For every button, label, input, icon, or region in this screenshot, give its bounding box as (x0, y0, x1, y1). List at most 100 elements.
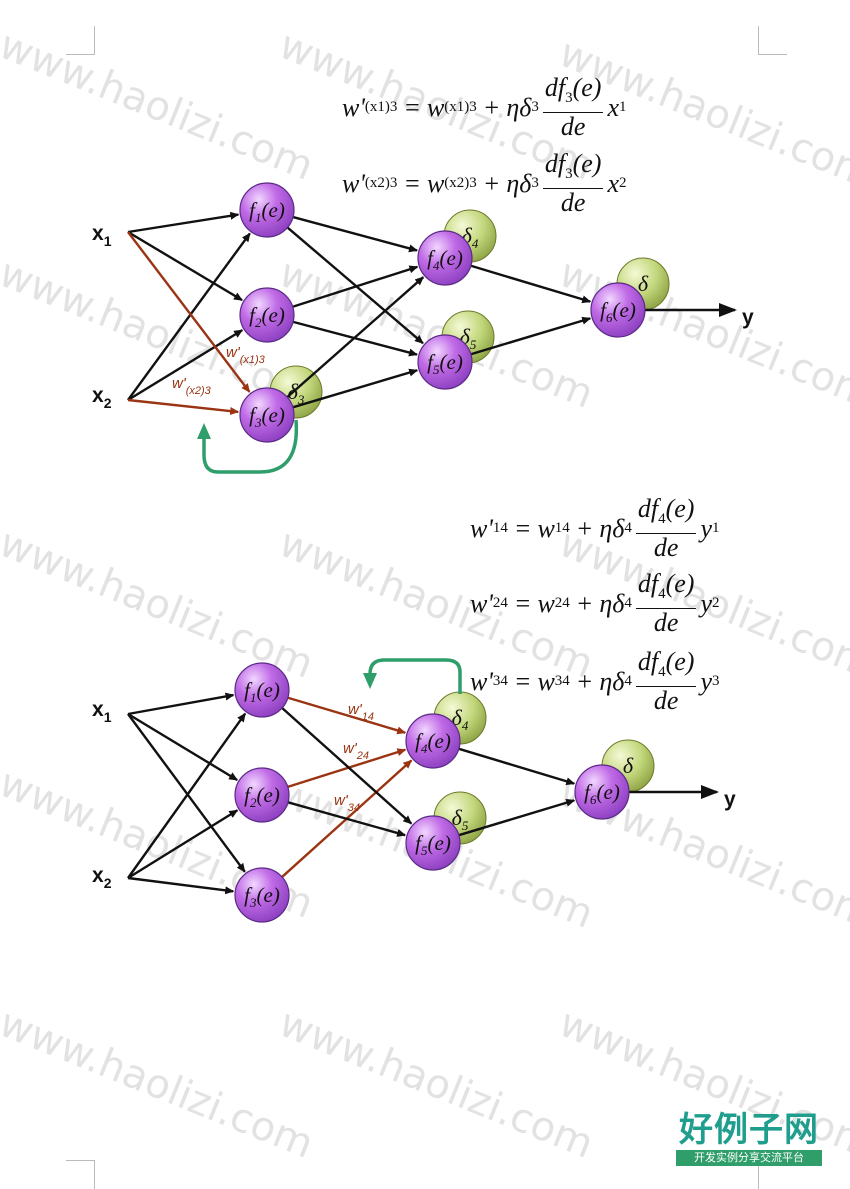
eq-eta: η (599, 513, 613, 543)
eq-tail-sub: 3 (711, 673, 720, 690)
neuron-sub: 5 (433, 362, 440, 377)
input-x2-label: x2 (92, 384, 112, 411)
eq-delta: δ (612, 588, 625, 618)
delta-label: δ4 (462, 223, 479, 251)
eq-denominator: de (560, 188, 586, 218)
delta-sym: δ (452, 705, 463, 730)
corner-mark-top-left (66, 26, 95, 55)
eq-weight: w (426, 92, 445, 122)
weight-symbol: w' (343, 740, 358, 757)
neuron-label: f4(e) (427, 246, 463, 273)
neuron-arg: (e) (428, 831, 451, 855)
input-x1-label-main: x (92, 698, 104, 721)
neuron-arg: (e) (428, 729, 451, 753)
neuron-arg: (e) (262, 303, 285, 327)
eq-num-arg: (e) (665, 569, 695, 598)
eq-num-df: df (637, 569, 659, 598)
delta-sym: δ (623, 753, 634, 778)
edge-hidden (292, 368, 419, 409)
eq-lhs: w' (470, 513, 493, 543)
eq-equals: = (403, 168, 421, 198)
neuron-label: f6(e) (584, 780, 620, 807)
neuron-label: f4(e) (415, 729, 451, 756)
neuron-sub: 6 (590, 792, 597, 807)
eq-tail-sub: 1 (711, 520, 720, 537)
eq-weight: w (537, 588, 555, 618)
output-y-label: y (742, 306, 754, 329)
input-x2-label-main: x (92, 864, 104, 887)
eq-numerator: df4(e) (635, 647, 697, 688)
weight-sub: (x1)3 (240, 354, 266, 366)
neuron-circle (574, 764, 630, 820)
eq-eta: η (599, 666, 613, 696)
eq-plus: + (575, 588, 594, 618)
input-x1-label-main: x (92, 222, 104, 245)
edge-x2-f2 (127, 329, 244, 402)
eq-weight-sub: (x2)3 (444, 175, 477, 192)
eq-fraction: df4(e)de (635, 494, 697, 562)
output-y-label: y (724, 788, 736, 811)
eq-eta: η (506, 92, 520, 122)
edge-hidden (292, 265, 419, 308)
neuron-label: f3(e) (249, 403, 285, 430)
eq-weight-sub: 24 (554, 595, 570, 612)
neuron-circle (405, 713, 461, 769)
edge-f1-f5 (281, 707, 413, 825)
edge-hidden (286, 276, 425, 399)
edge-f1-f4-updated (287, 696, 407, 735)
logo-subtitle: 开发实例分享交流平台 (676, 1150, 822, 1166)
corner-mark-bottom-left (66, 1160, 95, 1189)
eq-weight: w (537, 666, 555, 696)
weight-label: w'(x2)3 (172, 375, 212, 397)
input-x2-label-sub: 2 (104, 395, 112, 411)
eq-lhs-sub: 24 (492, 595, 508, 612)
eq-eta: η (599, 588, 613, 618)
eq-fraction: df4(e)de (635, 569, 697, 637)
edge-f5-f6 (458, 798, 576, 837)
delta-sub: 4 (462, 718, 469, 733)
eq-num-sub: 4 (658, 664, 666, 681)
eq-num-arg: (e) (572, 73, 602, 102)
delta-sub: 4 (472, 236, 479, 251)
eq-num-df: df (544, 149, 566, 178)
neuron-fn: f (584, 780, 593, 804)
eq-denominator: de (560, 112, 586, 142)
eq-tail: y (700, 513, 712, 543)
eq-tail: y (700, 666, 712, 696)
weight-label: w'34 (334, 792, 360, 814)
eq-num-df: df (637, 647, 659, 676)
delta-label: δ (623, 753, 634, 778)
weight-label: w'24 (343, 740, 369, 762)
eq-tail: x (607, 92, 619, 122)
neuron-arg: (e) (440, 350, 463, 374)
input-x1-label: x1 (92, 222, 112, 249)
neuron-circle (405, 815, 461, 871)
eq-numerator: df3(e) (542, 149, 604, 190)
weight-symbol: w' (226, 344, 241, 361)
weight-label: w'(x1)3 (226, 344, 266, 366)
weight-sub: (x2)3 (186, 385, 212, 397)
weight-symbol: w' (334, 792, 349, 809)
eq-num-sub: 3 (565, 90, 573, 107)
eq-delta-sub: 4 (624, 595, 632, 612)
neuron-sub: 2 (250, 795, 257, 810)
eq-delta-sub: 4 (624, 673, 632, 690)
neuron-fn: f (244, 883, 253, 907)
diagram-bottom: δ4δ5δf1(e)f2(e)f3(e)f4(e)f5(e)f6(e)x1x2y… (92, 658, 736, 923)
neuron-fn: f (415, 729, 424, 753)
neuron-fn: f (249, 303, 258, 327)
eq-equals: = (513, 588, 532, 618)
feedback-arrow (363, 658, 462, 694)
delta-sub: 5 (470, 337, 477, 352)
delta-sub: 5 (462, 818, 469, 833)
eq-plus: + (575, 666, 594, 696)
neuron-circle (590, 282, 646, 338)
eq-delta-sub: 4 (624, 520, 632, 537)
eq-num-df: df (637, 494, 659, 523)
neuron-sub: 1 (255, 210, 262, 225)
input-x2-label-main: x (92, 384, 104, 407)
eq-fraction: df4(e)de (635, 647, 697, 715)
